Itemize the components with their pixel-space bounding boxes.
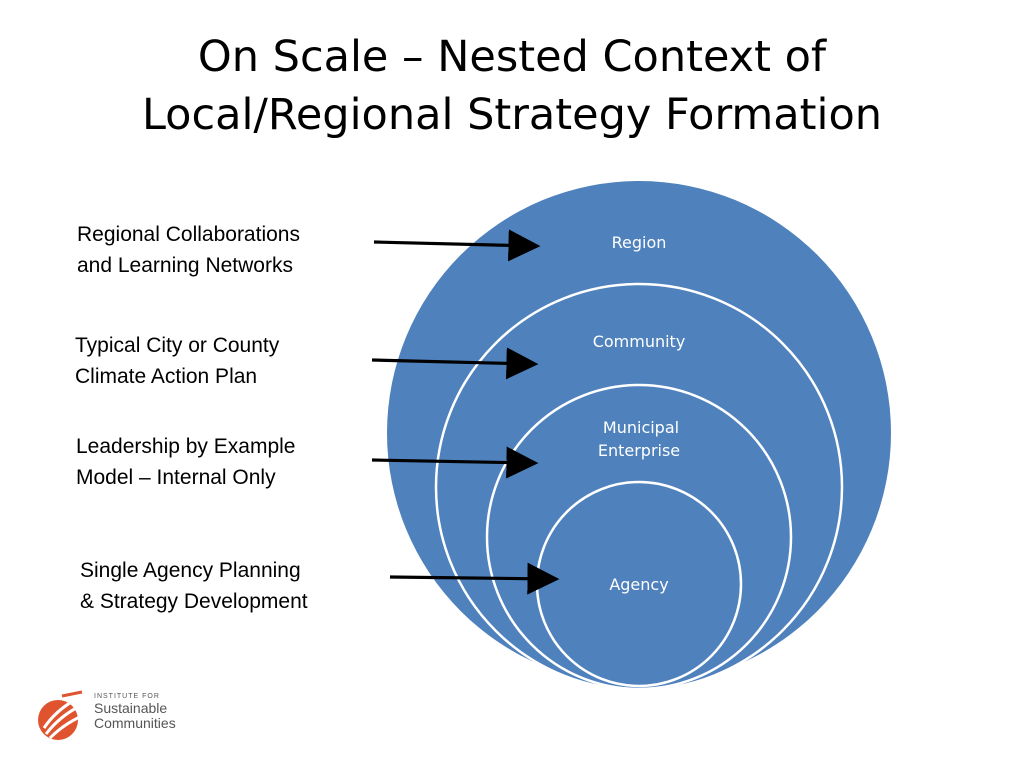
- annotation-line: and Learning Networks: [77, 254, 293, 277]
- logo-line-2: Sustainable: [94, 700, 168, 716]
- annotation-regional-collaborations: Regional Collaborations and Learning Net…: [77, 219, 300, 281]
- institute-logo: INSTITUTE FOR Sustainable Communities: [32, 688, 202, 748]
- slide-title-line-1: On Scale – Nested Context of: [197, 32, 827, 82]
- annotation-line: Climate Action Plan: [75, 365, 258, 388]
- annotation-line: Leadership by Example: [76, 435, 296, 458]
- annotation-line: Single Agency Planning: [80, 559, 301, 582]
- circle-label-agency: Agency: [609, 575, 668, 594]
- arrow-2: [371, 347, 539, 380]
- flame-logo-icon: [38, 690, 83, 740]
- annotation-line: Typical City or County: [75, 334, 280, 357]
- logo-line-3: Communities: [94, 715, 176, 731]
- circle-label-region: Region: [612, 233, 667, 252]
- annotation-line: Model – Internal Only: [76, 466, 276, 489]
- circle-labels: Region Community Municipal Enterprise Ag…: [593, 233, 686, 594]
- logo-text: INSTITUTE FOR Sustainable Communities: [94, 692, 176, 731]
- annotation-climate-action-plan: Typical City or County Climate Action Pl…: [75, 330, 279, 392]
- circle-label-enterprise: Enterprise: [598, 441, 680, 460]
- circle-label-municipal: Municipal: [603, 418, 679, 437]
- slide-title: On Scale – Nested Context of Local/Regio…: [0, 28, 1024, 144]
- circle-label-community: Community: [593, 332, 686, 351]
- logo-line-1: INSTITUTE FOR: [94, 693, 160, 700]
- annotation-line: Regional Collaborations: [77, 223, 300, 246]
- arrow-1: [373, 229, 541, 262]
- annotation-line: & Strategy Development: [80, 590, 308, 613]
- arrow-3: [371, 446, 539, 479]
- annotation-single-agency-planning: Single Agency Planning & Strategy Develo…: [80, 555, 308, 617]
- arrow-4: [389, 562, 560, 595]
- slide-title-line-2: Local/Regional Strategy Formation: [141, 90, 883, 140]
- arrows: [371, 229, 560, 595]
- annotation-leadership-by-example: Leadership by Example Model – Internal O…: [76, 431, 295, 493]
